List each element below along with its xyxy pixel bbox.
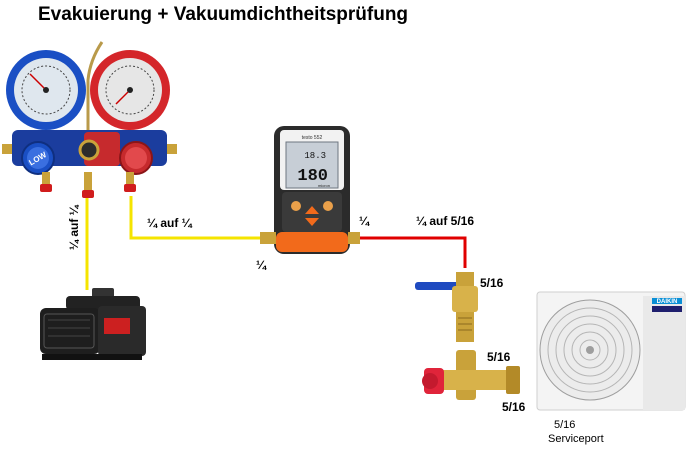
low-valve-knob: [21, 141, 55, 175]
t-adapter: [422, 350, 520, 400]
outdoor-ac-unit: [536, 291, 686, 411]
label-serviceport: Serviceport: [548, 433, 604, 445]
yellow-hose-horizontal: [129, 196, 262, 240]
label-serviceport-size: 5/16: [554, 419, 576, 431]
label-valve-top: 5/16: [480, 276, 504, 290]
gauge-value-main: 180: [297, 167, 328, 186]
high-valve-knob: [119, 141, 153, 175]
label-valve-bottom: 5/16: [502, 400, 526, 414]
gauge-brand: testo 552: [302, 135, 323, 141]
digital-vacuum-gauge: [260, 126, 360, 254]
label-yellow-hose-vertical: ¼ auf ¼: [67, 205, 81, 250]
outdoor-unit-brand: DAIKIN: [657, 299, 678, 305]
vacuum-pump: [40, 288, 146, 360]
gauge-unit: micron: [318, 183, 330, 188]
label-valve-mid: 5/16: [487, 350, 511, 364]
ball-valve: [415, 272, 478, 342]
label-gauge-left-port: ¼: [256, 258, 267, 272]
label-gauge-right-port: ¼: [359, 214, 370, 228]
red-hose: [355, 236, 467, 268]
label-red-hose: ¼ auf 5/16: [416, 214, 475, 228]
label-yellow-hose-horizontal: ¼ auf ¼: [147, 216, 192, 230]
high-pressure-gauge: [90, 50, 170, 130]
manifold-gauge-set: [2, 41, 177, 198]
gauge-value-top: 18.3: [304, 151, 326, 161]
page-title: Evakuierung + Vakuumdichtheitsprüfung: [38, 4, 409, 25]
low-pressure-gauge: [6, 50, 86, 130]
